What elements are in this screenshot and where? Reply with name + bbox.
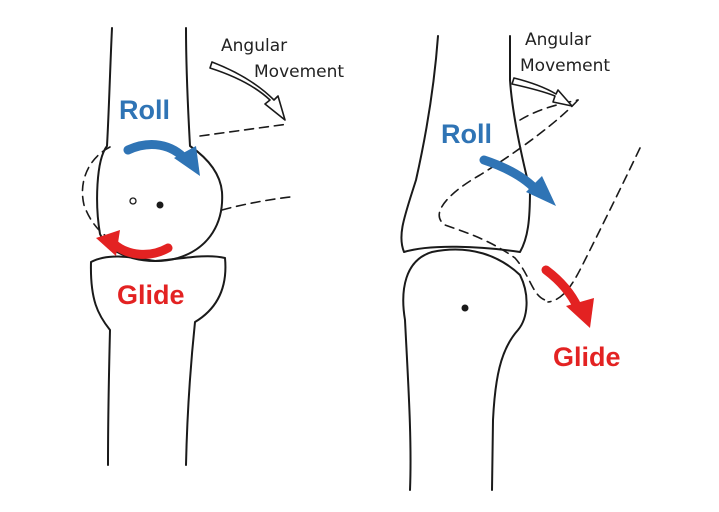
left-lower-bone [89,255,227,466]
left-roll-arrow [123,140,200,176]
right-lower-bone [402,248,528,491]
left-angular-arrow [209,61,286,121]
right-axis-dot [461,304,469,312]
right-dashed-outline [438,99,641,303]
left-glide-label: Glide [117,280,185,310]
left-prev-axis-dot [129,197,137,205]
right-angular-label-line1: Angular [525,30,592,50]
right-roll-arrow [479,155,556,206]
left-angular-label-line2: Movement [254,62,345,82]
right-glide-arrow [541,265,594,328]
left-angular-label-line1: Angular [221,36,288,56]
left-dashed-outline [81,123,291,237]
left-roll-label: Roll [119,95,170,125]
right-angular-label-line2: Movement [520,56,611,76]
right-glide-label: Glide [553,342,621,372]
left-axis-dot [156,201,164,209]
left-glide-arrow [96,230,173,259]
right-angular-arrow [511,77,573,107]
right-joint [400,35,531,491]
left-joint [89,27,227,466]
right-roll-label: Roll [441,119,492,149]
right-upper-bone [400,35,531,253]
